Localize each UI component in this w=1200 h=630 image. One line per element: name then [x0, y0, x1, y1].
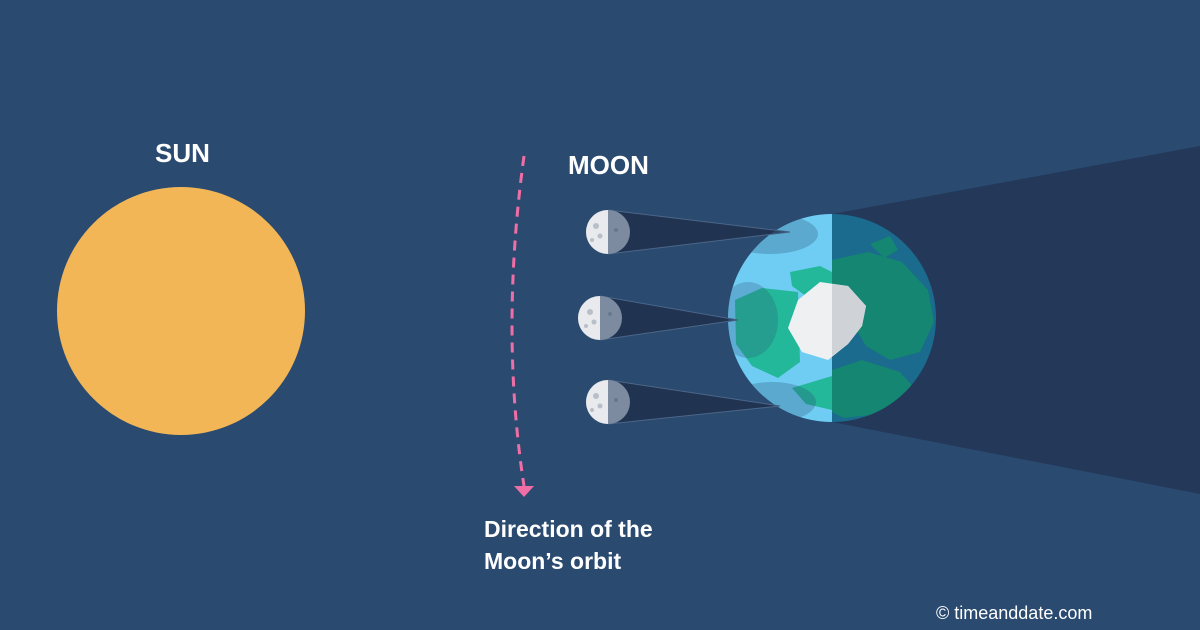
sun-label: SUN: [155, 138, 210, 168]
orbit-direction-label: Direction of the Moon’s orbit: [484, 513, 653, 577]
sun-icon: [57, 187, 305, 435]
orbit-label-line2: Moon’s orbit: [484, 548, 622, 574]
orbit-label-line1: Direction of the: [484, 516, 653, 542]
copyright-credit: © timeanddate.com: [936, 603, 1093, 623]
moon-icon: [586, 380, 630, 424]
earth-shadow: [832, 146, 1200, 494]
moon-label: MOON: [568, 150, 649, 180]
moon-shadows: [599, 209, 791, 425]
moon-icon: [578, 296, 622, 340]
moon-icon: [586, 210, 630, 254]
orbit-arrow-icon: [510, 155, 534, 497]
